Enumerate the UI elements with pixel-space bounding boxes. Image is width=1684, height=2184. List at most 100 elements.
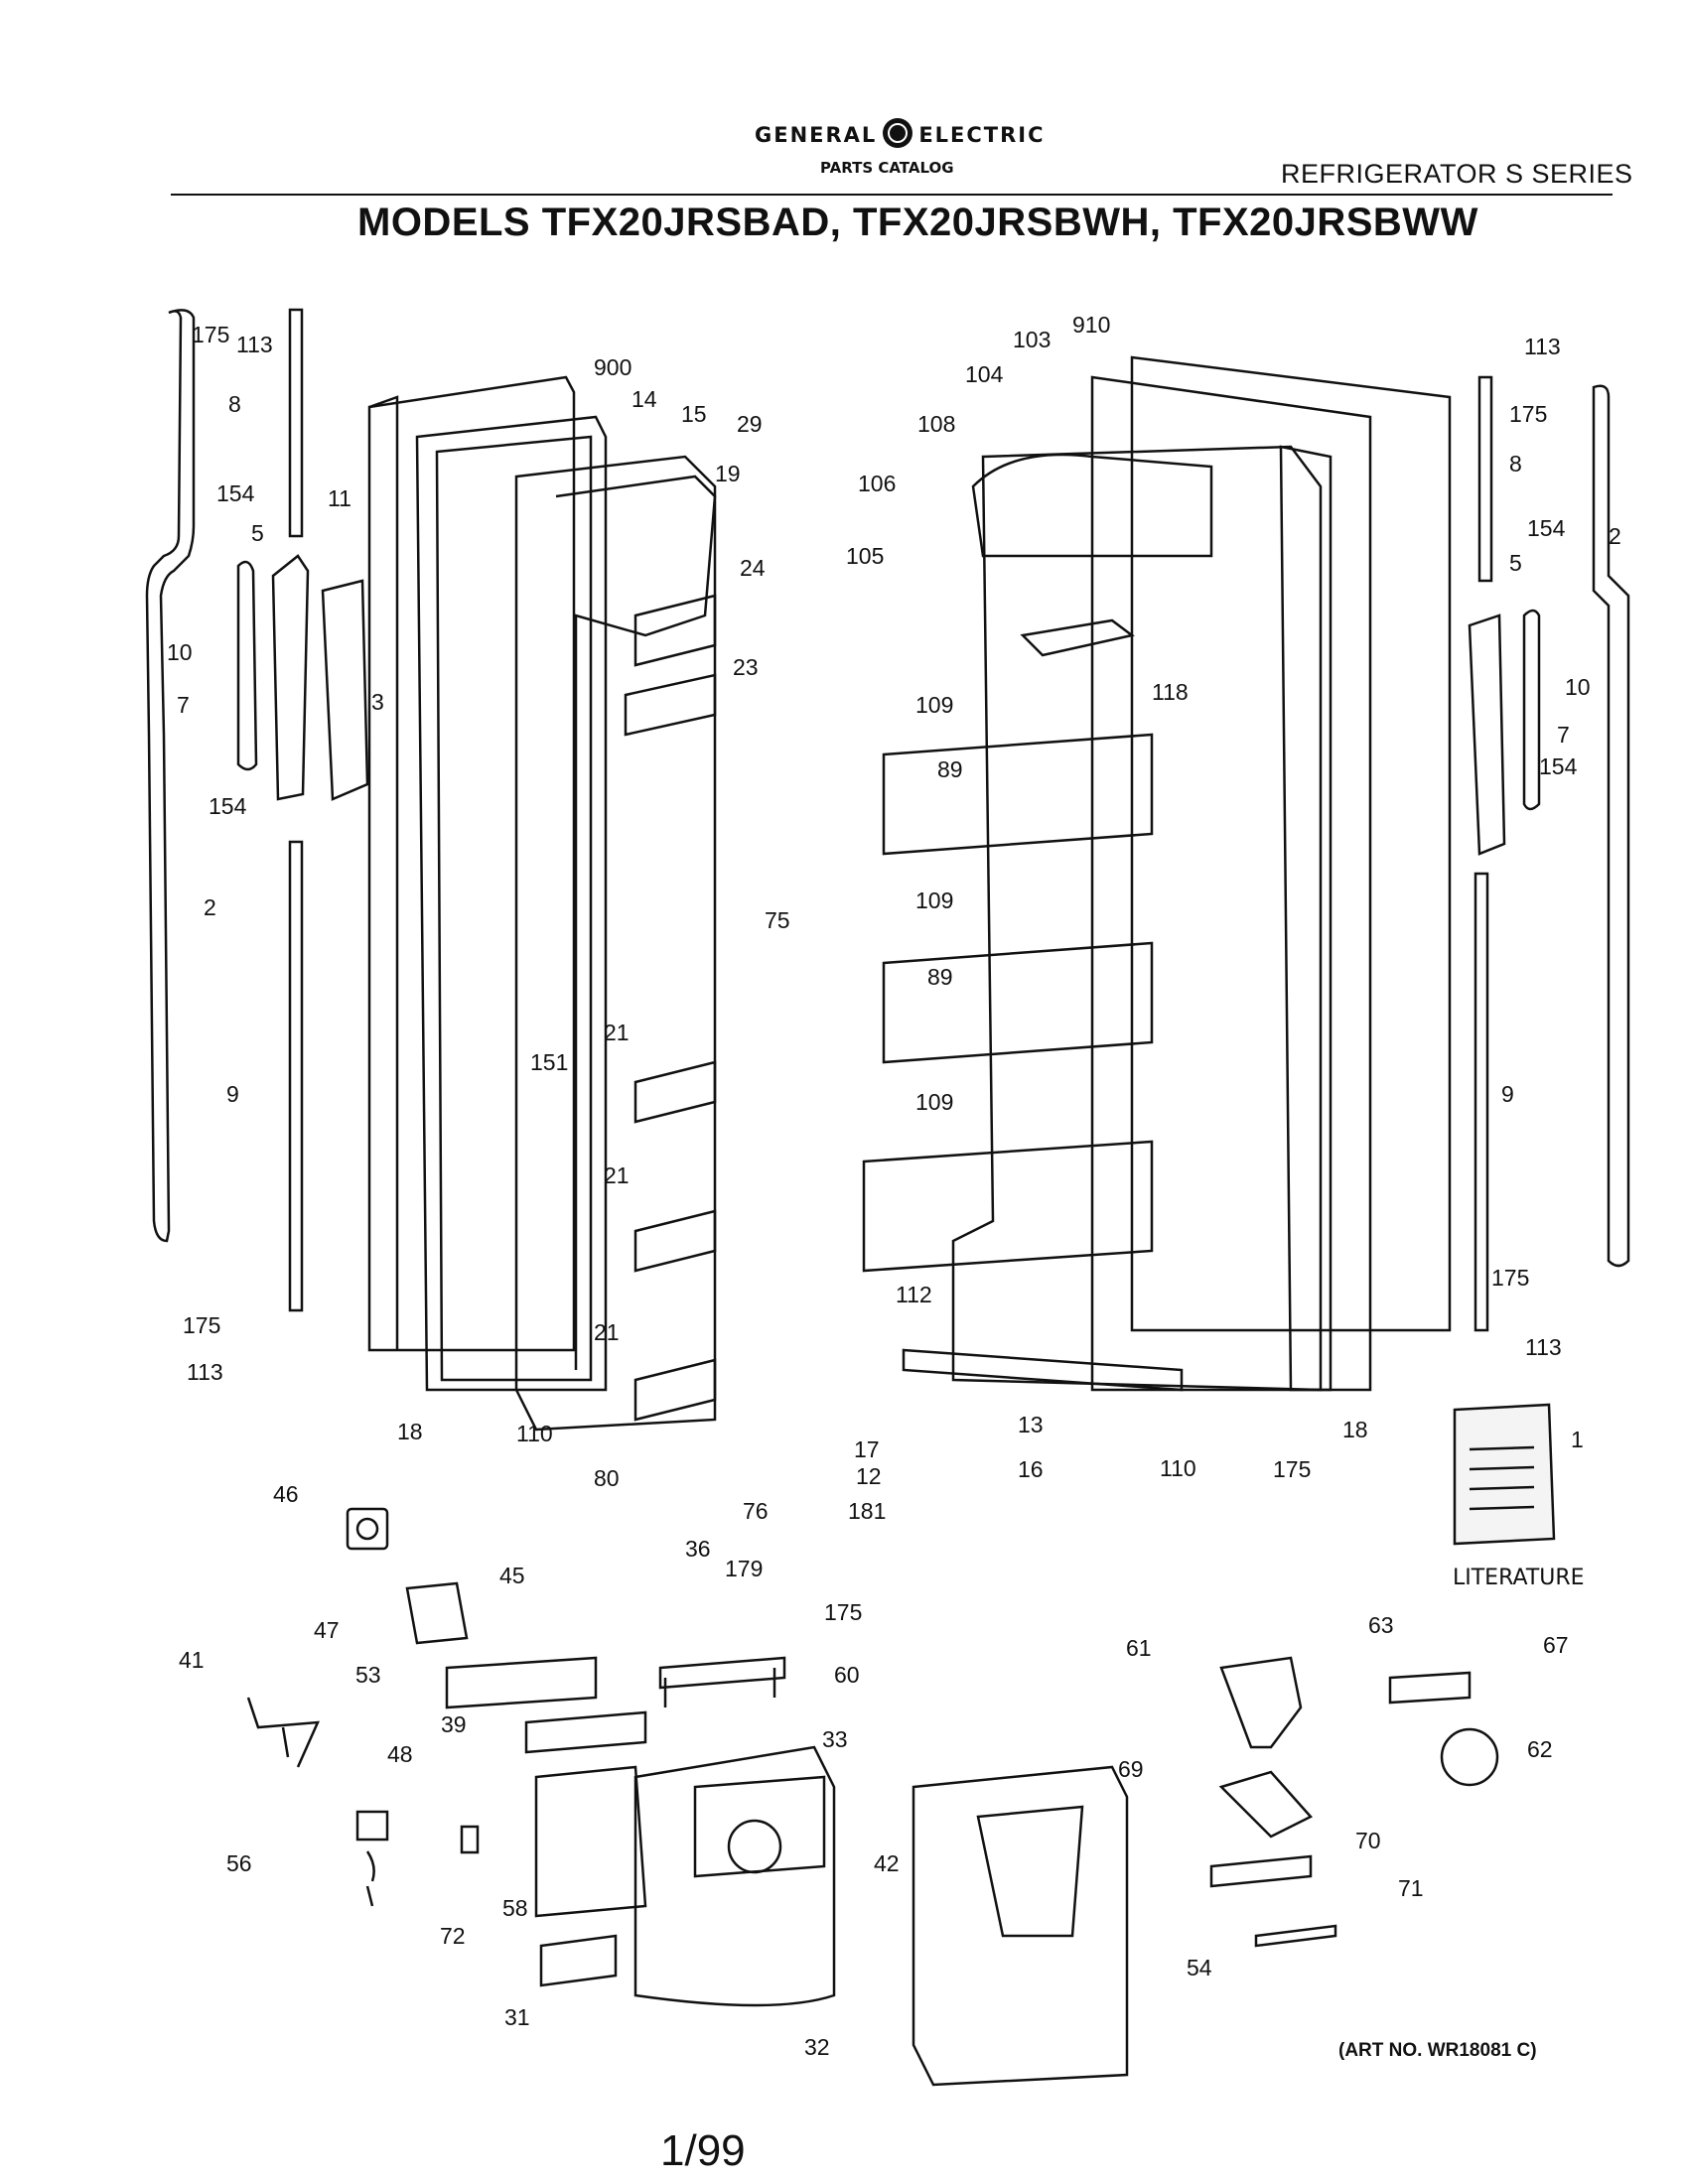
part-callout: 103 [1013,327,1051,352]
part-callout: 29 [737,411,763,437]
page-number: 1/99 [660,2126,746,2175]
part-callout: 154 [209,793,247,819]
header-rule [171,194,1613,196]
part-callout: 175 [824,1599,862,1625]
part-callout: 70 [1355,1828,1381,1853]
part-callout: 113 [187,1359,223,1385]
part-callout: 31 [504,2004,530,2030]
part-callout: 69 [1118,1756,1144,1782]
freezer-door-liner [514,455,717,1432]
part-callout: 36 [685,1536,711,1562]
part-callout: 109 [915,692,953,718]
part-callout: 105 [846,543,884,569]
part-callout: 104 [965,361,1004,387]
part-callout: 10 [1565,674,1591,700]
part-callout: 175 [183,1312,220,1338]
part-callout: 112 [896,1282,932,1307]
part-callout: 108 [917,411,955,437]
part-callout: 13 [1018,1412,1044,1437]
brand-right: ELECTRIC [918,123,1046,147]
part-callout: 18 [1342,1417,1368,1442]
part-callout: 106 [858,471,896,496]
part-callout: 61 [1126,1635,1152,1661]
part-callout: 24 [740,555,766,581]
literature-label: LITERATURE [1453,1566,1585,1590]
part-callout: 109 [915,887,953,913]
part-callout: 2 [204,894,216,920]
callout-labels: 175 113 8 154 11 5 3 10 7 154 2 9 175 11… [167,312,1621,2060]
part-callout: 151 [530,1049,568,1075]
part-callout: 15 [681,401,707,427]
part-callout: 12 [856,1463,882,1489]
part-callout: 67 [1543,1632,1569,1658]
part-callout: 900 [594,354,632,380]
part-callout: 8 [1509,451,1522,477]
part-callout: 154 [1527,515,1566,541]
part-callout: 21 [604,1020,630,1045]
part-callout: 7 [177,692,190,718]
fresh-food-door-shell [1090,355,1452,1392]
part-callout: 5 [251,520,264,546]
part-callout: 71 [1398,1875,1424,1901]
part-callout: 45 [499,1563,525,1588]
part-callout: 23 [733,654,759,680]
part-callout: 910 [1072,312,1110,338]
part-callout: 48 [387,1741,413,1767]
part-callout: 154 [1539,753,1578,779]
part-callout: 181 [848,1498,886,1524]
part-callout: 110 [1160,1455,1196,1481]
literature-booklet [1453,1403,1556,1546]
part-callout: 76 [743,1498,769,1524]
part-callout: 110 [516,1421,553,1446]
part-callout: 7 [1557,722,1570,748]
fresh-food-handle-parts [1468,375,1630,1332]
part-callout: 54 [1187,1955,1212,1980]
freezer-door-gasket-left [145,309,196,1243]
part-callout: 9 [1501,1081,1514,1107]
part-callout: 5 [1509,550,1522,576]
ge-logo-icon [883,118,913,148]
part-callout: 179 [725,1556,763,1581]
part-callout: 118 [1152,679,1189,705]
part-callout: 21 [594,1319,620,1345]
part-callout: 17 [854,1436,880,1462]
part-callout: 41 [179,1647,205,1673]
part-callout: 175 [1273,1456,1311,1482]
dispenser-cover [912,1765,1129,2087]
freezer-door-shell [367,375,608,1392]
catalog-label: PARTS CATALOG [820,159,954,177]
models-title: MODELS TFX20JRSBAD, TFX20JRSBWH, TFX20JR… [357,201,1478,244]
part-callout: 19 [715,461,741,486]
brand-left: GENERAL [755,123,878,147]
part-callout: 53 [355,1662,381,1688]
part-callout: 60 [834,1662,860,1688]
dispenser-housing [534,1745,836,2007]
part-callout: 56 [226,1850,252,1876]
part-callout: 80 [594,1465,620,1491]
part-callout: 2 [1609,523,1621,549]
part-callout: 11 [328,485,351,511]
part-callout: 175 [192,322,229,347]
part-callout: 18 [397,1419,423,1444]
part-callout: 175 [1491,1265,1529,1291]
part-callout: 33 [822,1726,848,1752]
part-callout: 10 [167,639,193,665]
part-callout: 58 [502,1895,528,1921]
part-callout: 113 [1524,334,1561,359]
part-callout: 89 [937,756,963,782]
part-callout: 1 [1571,1427,1584,1452]
part-callout: 47 [314,1617,340,1643]
part-callout: 3 [371,689,384,715]
part-callout: 14 [632,386,657,412]
part-callout: 16 [1018,1456,1044,1482]
part-callout: 75 [765,907,790,933]
part-callout: 39 [441,1711,467,1737]
part-callout: 63 [1368,1612,1394,1638]
part-callout: 113 [1525,1334,1562,1360]
part-callout: 62 [1527,1736,1553,1762]
part-callout: 32 [804,2034,830,2060]
fresh-food-door-liner [862,445,1323,1392]
part-callout: 46 [273,1481,299,1507]
